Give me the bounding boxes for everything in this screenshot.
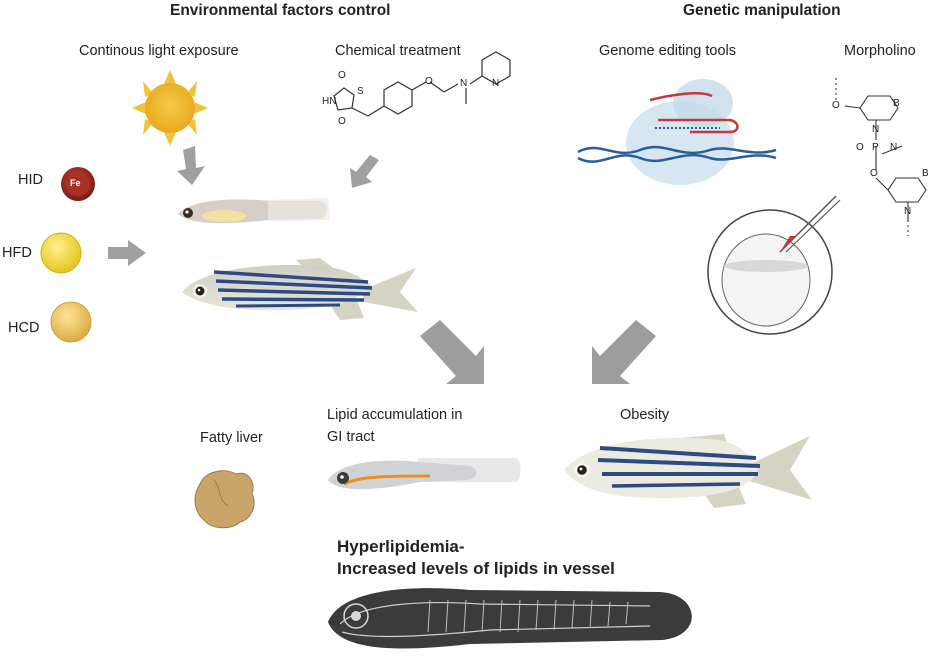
iron-pill-icon <box>61 167 95 201</box>
arrow-env-to-outcome <box>420 320 484 384</box>
hcd-label: HCD <box>8 320 40 336</box>
obesity-label: Obesity <box>620 407 670 423</box>
chemical-structure <box>333 51 511 117</box>
morph-o2-label: O <box>856 142 864 153</box>
morph-b1-label: B <box>893 98 900 109</box>
chem-n-label: N <box>460 78 468 89</box>
genome-editing-icon <box>577 79 777 185</box>
hyperlipidemia-larva-icon <box>328 588 692 649</box>
morph-o1-label: O <box>832 100 840 111</box>
morph-n2-label: N <box>890 142 898 153</box>
hyperlipidemia-title: Hyperlipidemia- <box>337 537 465 556</box>
arrow-chem-down <box>350 155 379 188</box>
chem-hn-label: HN <box>322 96 337 107</box>
chem-n2-label: N <box>492 78 500 89</box>
adult-zebrafish-icon <box>182 258 418 320</box>
fatty-liver-label: Fatty liver <box>200 430 263 446</box>
iron-symbol: Fe <box>70 178 81 188</box>
morph-b2-label: B <box>922 168 929 179</box>
arrow-genetic-to-outcome <box>592 320 656 384</box>
morpholino-label: Morpholino <box>844 43 916 59</box>
chem-s-label: S <box>357 86 364 97</box>
genetic-manipulation-header: Genetic manipulation <box>683 2 841 19</box>
sun-icon <box>132 70 208 146</box>
genome-editing-label: Genome editing tools <box>599 43 737 59</box>
lipid-accumulation-label-1: Lipid accumulation in <box>327 407 463 423</box>
environmental-factors-header: Environmental factors control <box>170 2 391 19</box>
arrow-diet-right <box>108 240 146 266</box>
chem-o2-label: O <box>338 116 346 127</box>
obese-zebrafish-icon <box>564 434 812 508</box>
morph-n1-label: N <box>872 124 880 135</box>
larva-icon <box>178 198 330 224</box>
light-exposure-label: Continous light exposure <box>79 43 239 59</box>
morph-n3-label: N <box>904 206 912 217</box>
embryo-injection-icon <box>707 195 841 335</box>
arrow-light-down <box>177 146 205 185</box>
morpholino-structure <box>835 78 927 236</box>
chemical-treatment-label: Chemical treatment <box>335 43 461 59</box>
fatty-liver-icon <box>194 470 255 529</box>
gi-lipid-larva-icon <box>328 458 521 490</box>
hid-label: HID <box>18 172 43 188</box>
hfd-pill-icon <box>40 232 82 274</box>
lipid-accumulation-label-2: GI tract <box>327 429 375 445</box>
chem-o-label: O <box>338 70 346 81</box>
hyperlipidemia-subtitle: Increased levels of lipids in vessel <box>337 559 615 578</box>
hcd-pill-icon <box>50 301 92 343</box>
chem-o3-label: O <box>425 76 433 87</box>
morph-p-label: P <box>872 142 879 153</box>
morph-o3-label: O <box>870 168 878 179</box>
hfd-label: HFD <box>2 245 32 261</box>
